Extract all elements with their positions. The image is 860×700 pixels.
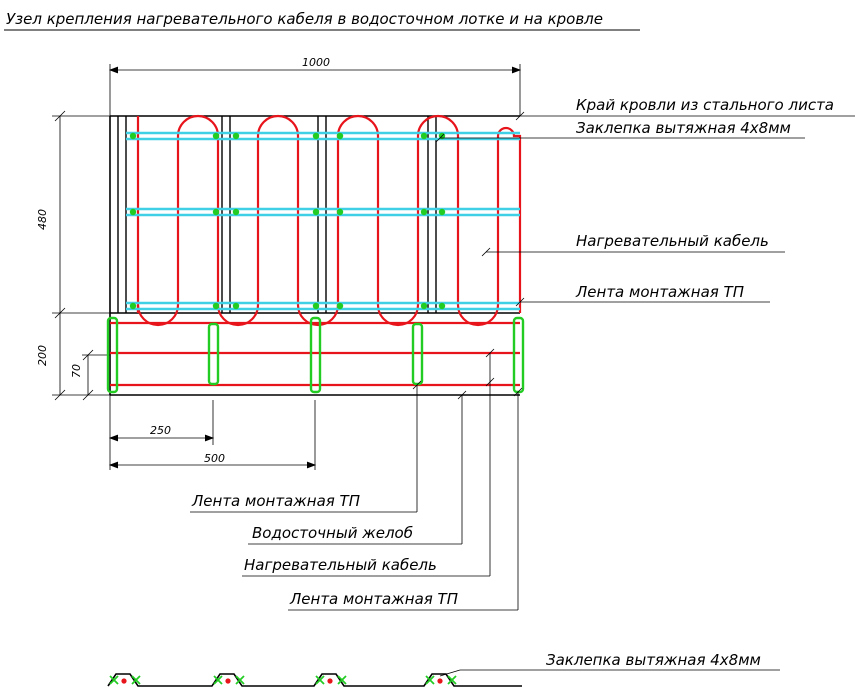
dimension-500-label: 500: [204, 452, 225, 465]
profile-rivets: [109, 675, 457, 685]
profile-cable: [121, 678, 443, 684]
roof-mounting-tape: [126, 131, 520, 311]
dimension-250-label: 250: [150, 424, 171, 437]
dimension-left: [52, 110, 110, 401]
gutter-mounting-tape: [106, 316, 525, 394]
drawing-title: Узел крепления нагревательного кабеля в …: [6, 10, 603, 28]
label-tape-roof: Лента монтажная ТП: [575, 283, 744, 301]
dimension-200-label: 200: [36, 345, 49, 366]
roof-rivets: [129, 132, 446, 310]
leader-lines-bottom: [190, 348, 523, 611]
label-cable-roof: Нагревательный кабель: [576, 232, 769, 250]
label-rivet-bottom: Заклепка вытяжная 4х8мм: [546, 651, 761, 669]
roof-profile-section: [107, 673, 522, 687]
label-gutter: Водосточный желоб: [252, 524, 413, 542]
roof-outline: [109, 115, 520, 396]
label-tape-gutter-1: Лента монтажная ТП: [191, 492, 360, 510]
dimension-1000: [108, 64, 522, 116]
dimension-1000-label: 1000: [302, 56, 330, 69]
gutter-heating-cable: [110, 321, 520, 387]
dimension-480-label: 480: [36, 209, 49, 230]
label-rivet-top: Заклепка вытяжная 4х8мм: [576, 119, 791, 137]
roof-heating-cable: [136, 114, 522, 327]
label-cable-gutter: Нагревательный кабель: [244, 556, 437, 574]
leader-line-profile: [439, 669, 780, 677]
label-tape-gutter-2: Лента монтажная ТП: [289, 590, 458, 608]
dimension-70-label: 70: [70, 364, 83, 378]
leader-lines-right: [435, 111, 855, 307]
label-roof-edge: Край кровли из стального листа: [576, 96, 834, 114]
dimension-bottom: [108, 395, 317, 470]
